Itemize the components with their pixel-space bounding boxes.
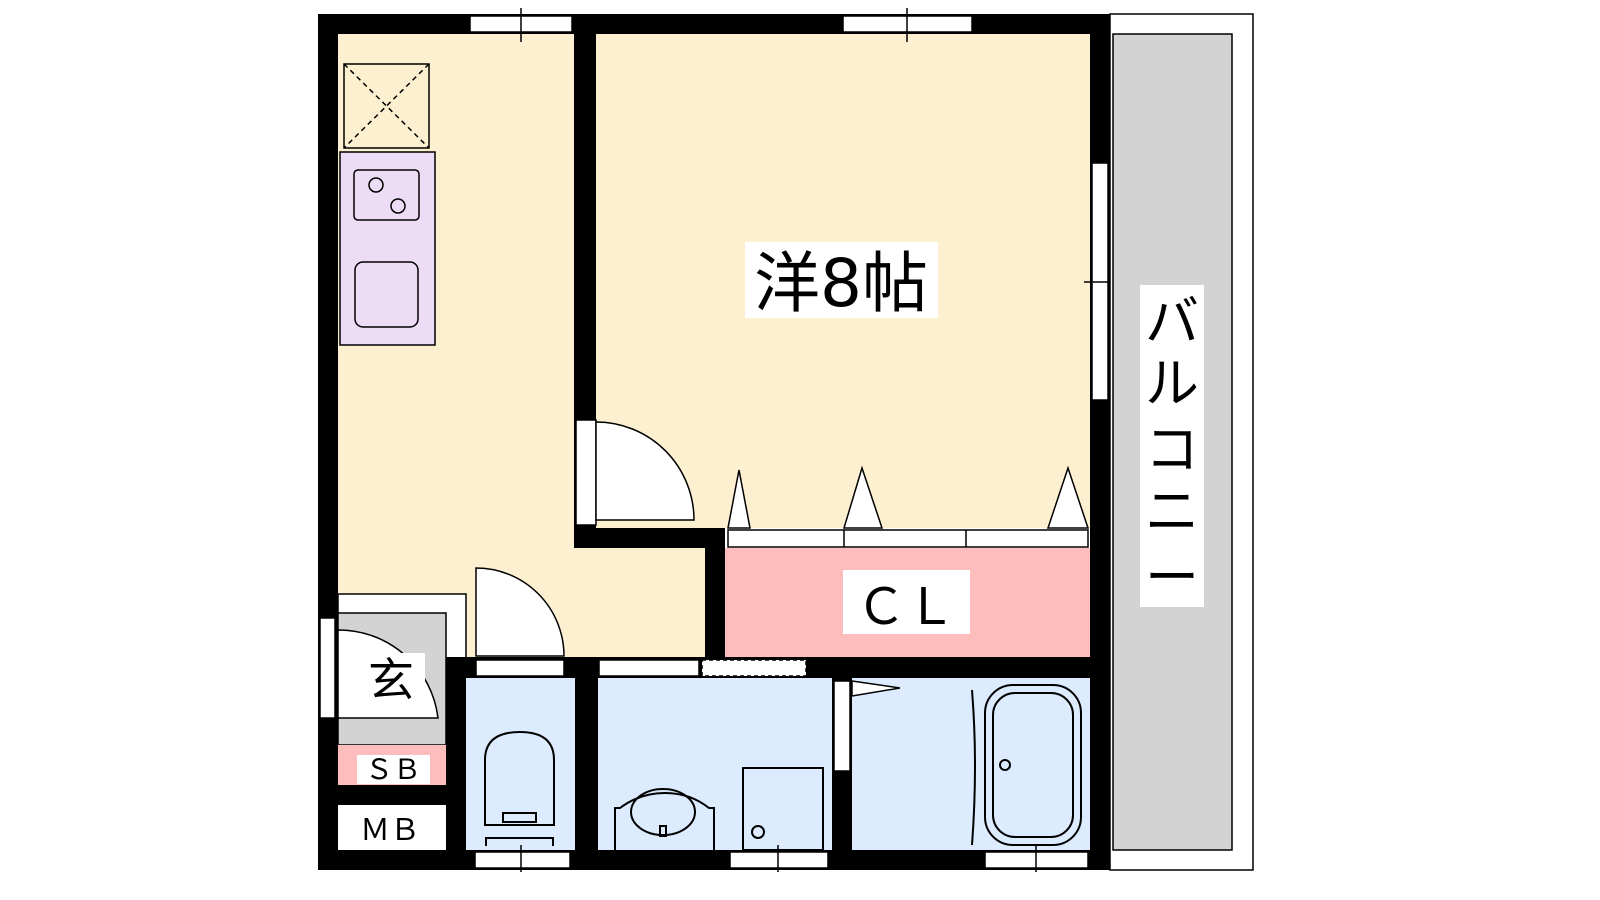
stove-burner-icon [390, 198, 406, 214]
svg-text:コ: コ [1145, 418, 1199, 481]
meter-box [338, 805, 446, 850]
stove-burner-icon [368, 177, 384, 193]
svg-text:ー: ー [1145, 546, 1199, 609]
bathtub-icon [971, 684, 1082, 846]
svg-text:ル: ル [1145, 352, 1199, 415]
closet-label: ＣＬ [856, 578, 956, 636]
balcony: バ ル コ ニ ー [1109, 13, 1254, 871]
entrance-label: 玄 [368, 653, 414, 707]
room-label-western: 洋8帖 [754, 245, 928, 322]
meter-box-label: ＭＢ [360, 813, 420, 848]
balcony-label: バ ル コ ニ ー [1145, 290, 1199, 609]
svg-text:バ: バ [1145, 290, 1199, 353]
bathroom [852, 678, 1090, 850]
shoe-box-label: ＳＢ [365, 753, 421, 786]
kitchen-counter [339, 151, 436, 346]
washbasin-icon [614, 788, 715, 850]
svg-text:ニ: ニ [1145, 480, 1199, 543]
refrigerator-space [343, 63, 430, 149]
toilet-icon [484, 730, 555, 846]
sink-icon [354, 261, 419, 328]
washing-machine-space [742, 767, 824, 851]
